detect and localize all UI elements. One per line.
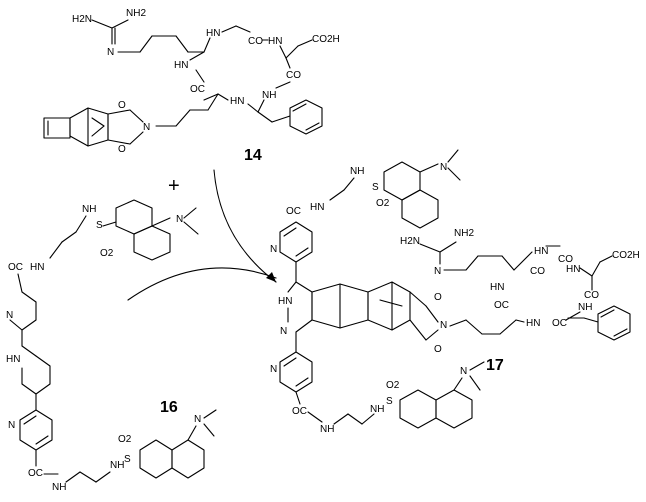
- atom-label: N: [440, 162, 447, 173]
- atom-label: O2: [386, 380, 400, 391]
- atom-label: CO: [286, 70, 301, 81]
- compound-number: 17: [486, 357, 504, 374]
- atom-label: HN: [278, 296, 292, 307]
- atom-label: NH: [320, 424, 334, 435]
- atom-label: NH2: [126, 8, 146, 19]
- atom-label: HN: [526, 318, 540, 329]
- atom-label: N: [280, 326, 287, 337]
- atom-label: S: [386, 396, 393, 407]
- plus-sign: +: [168, 175, 180, 197]
- atom-label: N: [440, 320, 447, 331]
- atom-label: OC: [28, 468, 43, 479]
- compound-16-structure: NH S O2 N HN OC N HN N: [6, 199, 217, 493]
- atom-label: O: [118, 100, 126, 111]
- atom-label: N: [6, 310, 13, 321]
- atom-label: N: [8, 420, 15, 431]
- atom-label: HN: [566, 264, 580, 275]
- atom-label: NH: [350, 166, 364, 177]
- atom-label: N: [434, 266, 441, 277]
- compound-17-structure: NH S O2 N HN OC N HN N O O: [270, 149, 640, 435]
- atom-label: NH: [262, 90, 276, 101]
- atom-label: OC: [292, 406, 307, 417]
- atom-label: N: [270, 364, 277, 375]
- atom-label: N: [270, 244, 277, 255]
- atom-label: OC: [286, 206, 301, 217]
- atom-label: CO2H: [612, 250, 640, 261]
- reaction-arrows: [127, 169, 277, 301]
- atom-label: CO: [530, 266, 545, 277]
- atom-label: CO: [584, 290, 599, 301]
- atom-label: O: [434, 292, 442, 303]
- atom-label: HN: [174, 60, 188, 71]
- atom-label: HN: [230, 96, 244, 107]
- atom-label: HN: [534, 246, 548, 257]
- atom-label: NH: [578, 302, 592, 313]
- atom-label: NH2: [454, 228, 474, 239]
- atom-label: NH: [370, 404, 384, 415]
- atom-label: N: [460, 366, 467, 377]
- atom-label: HN: [310, 202, 324, 213]
- atom-label: N: [176, 214, 183, 225]
- atom-label: OC: [494, 300, 509, 311]
- atom-label: S: [372, 182, 379, 193]
- atom-label: O2: [118, 434, 132, 445]
- atom-label: HN: [206, 28, 220, 39]
- compound-number: 16: [160, 399, 178, 416]
- atom-label: OC: [190, 84, 205, 95]
- atom-label: CO: [558, 254, 573, 265]
- atom-label: N: [143, 122, 150, 133]
- atom-label: HN: [6, 354, 20, 365]
- atom-label: S: [96, 220, 103, 231]
- atom-label: N: [107, 47, 114, 58]
- atom-label: O: [434, 344, 442, 355]
- atom-label: H2N: [72, 14, 92, 25]
- compound-number: 14: [244, 147, 262, 164]
- atom-label: NH: [110, 460, 124, 471]
- atom-label: O: [118, 144, 126, 155]
- atom-label: O2: [100, 248, 114, 259]
- atom-label: N: [194, 414, 201, 425]
- atom-label: CO: [248, 36, 263, 47]
- atom-label: OC: [8, 262, 23, 273]
- atom-label: S: [124, 454, 131, 465]
- atom-label: CO2H: [312, 34, 340, 45]
- compound-14-structure: H2N NH2 N HN CO HN CO2H CO NH: [43, 8, 340, 164]
- atom-label: O2: [376, 198, 390, 209]
- atom-label: HN: [490, 282, 504, 293]
- atom-label: NH: [82, 204, 96, 215]
- atom-label: NH: [52, 482, 66, 493]
- atom-label: H2N: [400, 236, 420, 247]
- atom-label: HN: [30, 262, 44, 273]
- atom-label: OC: [552, 318, 567, 329]
- atom-label: HN: [268, 36, 282, 47]
